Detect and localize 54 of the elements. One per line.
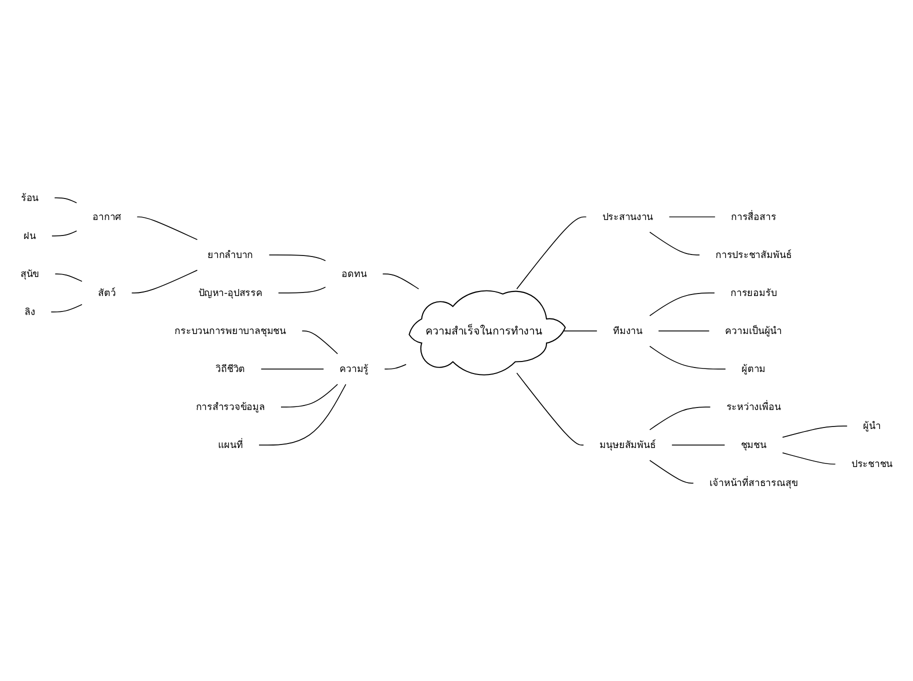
connector [302,330,338,354]
connector [54,197,78,204]
connector [268,254,326,262]
node-text: อากาศ [92,211,122,223]
node-text: ฝน [24,230,36,242]
connector [54,274,82,282]
node-text: มนุษยสัมพันธ์ [600,439,656,451]
connector [382,274,420,290]
connector [668,216,716,218]
connector [649,346,726,370]
node-text: ชุมชน [740,439,766,451]
node-text: ร้อน [20,192,39,204]
connector [516,372,584,446]
connector [278,286,326,294]
node-text: ผู้นำ [863,420,881,432]
node-text: ปัญหา-อุปสรรค [198,287,262,299]
connector [649,460,694,484]
node-text: ทีมงาน [612,325,642,337]
connector [782,452,836,465]
connector [562,330,598,332]
connector [658,330,710,332]
connector [649,232,700,256]
node-text: ความรู้ [340,363,369,375]
node-text: ลิง [24,306,36,318]
connector [136,216,198,240]
connector [260,368,324,370]
node-text: การยอมรับ [730,287,777,299]
node-text: ผู้ตาม [742,363,766,375]
connector [516,216,587,290]
node-text: ประชาชน [851,458,893,470]
connector [258,384,346,446]
node-text: ประสานงาน [602,211,654,223]
connector [384,364,406,370]
connector [52,230,78,236]
node-text: แผนที่ [218,439,243,451]
connector [280,384,338,408]
node-text: การสื่อสาร [731,211,776,223]
node-text: สุนัข [20,268,40,280]
node-text: กระบวนการพยาบาลชุมชน [174,325,286,337]
connector [131,270,198,294]
connector [649,406,711,430]
node-text: อดทน [342,268,367,280]
node-text: เจ้าหน้าที่สาธารณสุข [709,478,798,489]
connector [672,444,726,446]
node-text: สัตว์ [98,287,116,299]
node-text: การสำรวจข้อมูล [196,401,265,413]
node-text: วิถีชีวิต [216,363,246,375]
node-text: ความเป็นผู้นำ [725,325,782,337]
connector [649,292,715,316]
node-text: การประชาสัมพันธ์ [716,249,792,261]
connector [782,426,848,438]
node-text: ระหว่างเพื่อน [726,401,781,413]
connector [50,304,82,312]
node-text: ยากลำบาก [208,249,254,261]
